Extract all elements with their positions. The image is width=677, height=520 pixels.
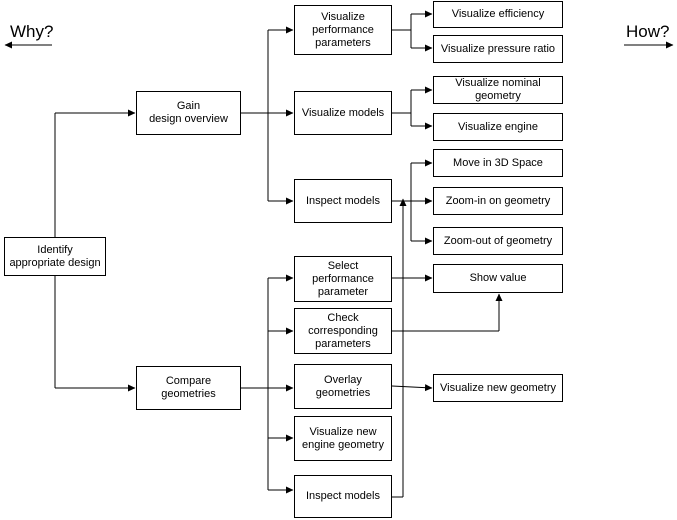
node-overlay-geometries: Overlay geometries <box>294 364 392 409</box>
node-visualize-nominal-geometry: Visualize nominal geometry <box>433 76 563 104</box>
node-visualize-performance-parameters: Visualize performance parameters <box>294 5 392 55</box>
node-visualize-engine: Visualize engine <box>433 113 563 141</box>
node-visualize-pressure-ratio: Visualize pressure ratio <box>433 35 563 63</box>
node-move-in-3d-space: Move in 3D Space <box>433 149 563 177</box>
node-inspect-models-compare: Inspect models <box>294 475 392 518</box>
node-select-performance-parameter: Select performance parameter <box>294 256 392 302</box>
node-visualize-new-geometry: Visualize new geometry <box>433 374 563 402</box>
how-label: How? <box>626 22 670 41</box>
node-visualize-efficiency: Visualize efficiency <box>433 1 563 28</box>
why-label: Why? <box>10 22 54 41</box>
node-check-corresponding-parameters: Check corresponding parameters <box>294 308 392 354</box>
node-inspect-models: Inspect models <box>294 179 392 223</box>
node-compare-geometries: Compare geometries <box>136 366 241 410</box>
node-show-value: Show value <box>433 264 563 293</box>
node-zoom-out-of-geometry: Zoom-out of geometry <box>433 227 563 255</box>
node-zoom-in-on-geometry: Zoom-in on geometry <box>433 187 563 215</box>
node-gain-design-overview: Gain design overview <box>136 91 241 135</box>
node-visualize-models: Visualize models <box>294 91 392 135</box>
node-identify-appropriate-design: Identify appropriate design <box>4 237 106 276</box>
node-visualize-new-engine-geometry: Visualize new engine geometry <box>294 416 392 461</box>
edge-overlay-newgeom <box>391 384 433 392</box>
